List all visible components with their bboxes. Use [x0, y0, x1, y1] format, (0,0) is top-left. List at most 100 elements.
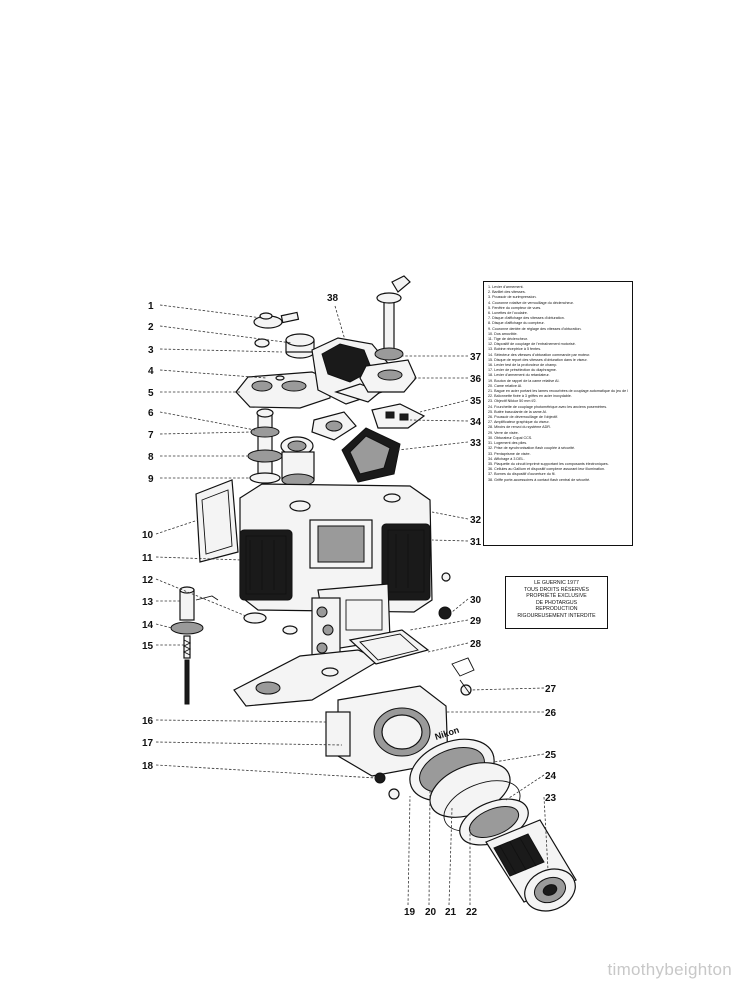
rewind-crank-assembly: [359, 275, 417, 393]
callout-3: 3: [148, 345, 154, 356]
legend-item-10: 10. Dos amovible.: [488, 331, 518, 336]
legend-item-11: 11. Tige de déclencheur.: [488, 337, 528, 342]
legend-item-8: 8. Disque d'affichage du compteur.: [488, 321, 545, 326]
legend-item-7: 7. Disque d'affichage des vitesses d'obt…: [488, 316, 565, 321]
small-parts: [243, 572, 452, 635]
callout-15: 15: [142, 641, 154, 652]
nikkor-lens: [485, 819, 577, 912]
leader-line: [155, 556, 243, 561]
copyright-notice: LE GUERNIC 1977 TOUS DROITS RÉSERVÉS PRO…: [505, 576, 608, 629]
leader-line: [155, 519, 199, 535]
leader-line: [334, 305, 346, 341]
callout-1: 1: [148, 301, 154, 312]
copyright-line-6: RIGOUREUSEMENT INTERDITE: [517, 612, 596, 619]
leader-line: [155, 764, 377, 779]
shutter-dial-stack: [247, 408, 315, 487]
callout-9: 9: [148, 474, 154, 485]
callout-33: 33: [470, 438, 482, 449]
leader-line: [155, 719, 327, 723]
leader-line: [543, 796, 549, 871]
watermark-text: timothybeighton: [607, 960, 732, 979]
legend-item-22: 22. Baïonnette fixée à 3 griffes en acie…: [488, 394, 572, 399]
legend-item-2: 2. Barillet des vitesses.: [488, 290, 526, 295]
lens-mount-housing: [325, 685, 449, 800]
leader-line: [155, 741, 343, 746]
copyright-line-1: LE GUERNIC 1977: [534, 580, 579, 586]
callout-27: 27: [545, 684, 557, 695]
pentaprism: [341, 427, 401, 483]
callout-16: 16: [142, 716, 154, 727]
circuit-board: [311, 403, 426, 441]
callout-23: 23: [545, 793, 557, 804]
callout-34: 34: [470, 417, 482, 428]
legend-item-26: 26. Poussoir de déverrouillage de l'obje…: [488, 415, 559, 420]
leader-line: [159, 325, 293, 344]
legend-item-12: 12. Dispositif de couplage de l'entraîne…: [488, 342, 576, 347]
callout-6: 6: [148, 408, 154, 419]
callout-2: 2: [148, 322, 154, 333]
leader-line: [428, 789, 431, 906]
callout-numbers: 1 2 3 4 5 6 7 8 9 10 11 12 13 14 15 16 1…: [142, 293, 557, 918]
callout-24: 24: [545, 771, 557, 782]
legend-item-33: 33. Pentaprisme de visée.: [488, 451, 531, 456]
leader-line: [451, 598, 469, 613]
legend-item-21: 21. Bague en acier portant les lames rec…: [488, 389, 628, 394]
legend-item-13: 13. Bobine réceptrice à 5 fentes.: [488, 347, 542, 352]
copyright-line-3: PROPRIÉTÉ EXCLUSIVE: [526, 593, 587, 600]
leader-line: [493, 753, 545, 763]
legend-item-36: 36. Cellules au Gallium et dispositif co…: [488, 467, 606, 472]
legend-item-37: 37. Bornes du dispositif d'ouverture du …: [488, 472, 556, 477]
callout-18: 18: [142, 761, 154, 772]
leader-line: [431, 539, 469, 542]
callout-30: 30: [470, 595, 482, 606]
leader-line: [427, 642, 469, 653]
base-plate: [233, 649, 382, 707]
leader-lines: [155, 304, 549, 906]
leader-line: [155, 623, 173, 629]
legend-item-23: 23. Objectif Nikkor 50 mm f/2.: [488, 399, 537, 404]
callout-21: 21: [445, 907, 457, 918]
aperture-coupling-lever: [451, 657, 475, 696]
callout-8: 8: [148, 452, 154, 463]
callout-28: 28: [470, 639, 482, 650]
take-up-spool: [170, 586, 219, 705]
callout-22: 22: [466, 907, 478, 918]
parts-legend: 1. Levier d'armement. 2. Barillet des vi…: [483, 281, 633, 546]
copyright-line-5: REPRODUCTION: [535, 606, 578, 613]
leader-line: [159, 348, 283, 353]
callout-25: 25: [545, 750, 557, 761]
callout-4: 4: [148, 366, 154, 377]
legend-item-38: 38. Griffe porte-accessoires à contact f…: [488, 477, 591, 482]
legend-item-29: 29. Verre de visée.: [488, 430, 519, 435]
leader-line: [407, 795, 411, 906]
legend-item-1: 1. Levier d'armement.: [488, 285, 524, 289]
legend-item-4: 4. Couronne rotative de verrouillage du …: [488, 300, 574, 305]
bayonet-rings: [409, 738, 529, 846]
leader-line: [409, 619, 469, 631]
leader-line: [431, 511, 469, 520]
callout-10: 10: [142, 530, 154, 541]
leader-line: [419, 399, 469, 413]
legend-item-31: 31. Logement des piles.: [488, 441, 528, 446]
legend-item-17: 17. Levier de présélection du diaphragme…: [488, 368, 557, 373]
legend-item-6: 6. Lunettes de l'oculaire.: [488, 311, 528, 316]
camera-parts-drawing: [170, 275, 577, 912]
legend-item-35: 35. Plaquette du circuit imprimé support…: [488, 461, 609, 466]
leader-line: [397, 441, 469, 451]
leader-line: [159, 369, 267, 379]
callout-35: 35: [470, 396, 482, 407]
leader-line: [469, 687, 545, 691]
focusing-screen: [348, 629, 430, 665]
callout-37: 37: [470, 352, 482, 363]
callout-31: 31: [470, 537, 482, 548]
leader-line: [505, 774, 545, 801]
callout-29: 29: [470, 616, 482, 627]
callout-26: 26: [545, 708, 557, 719]
legend-item-3: 3. Poussoir de surimpression.: [488, 295, 537, 300]
mirror-box: [311, 583, 391, 663]
film-back-door: [195, 479, 239, 563]
callout-14: 14: [142, 620, 154, 631]
legend-item-9: 9. Couronne dentée de réglage des vitess…: [488, 326, 582, 331]
callout-11: 11: [142, 553, 153, 564]
